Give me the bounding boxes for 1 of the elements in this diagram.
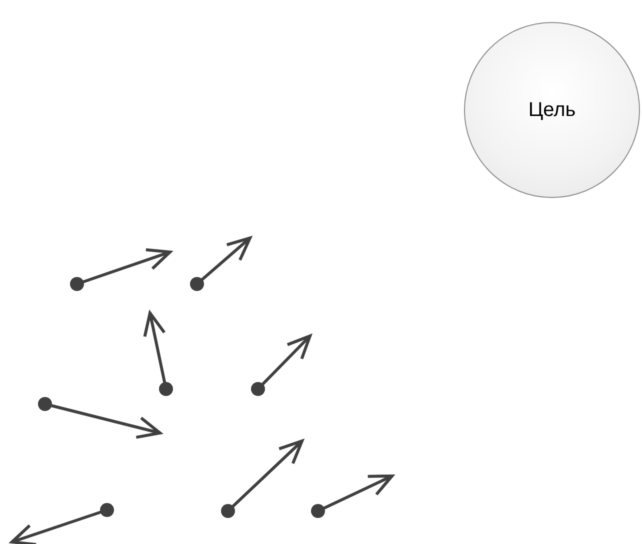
node-label: Цель	[528, 98, 576, 122]
